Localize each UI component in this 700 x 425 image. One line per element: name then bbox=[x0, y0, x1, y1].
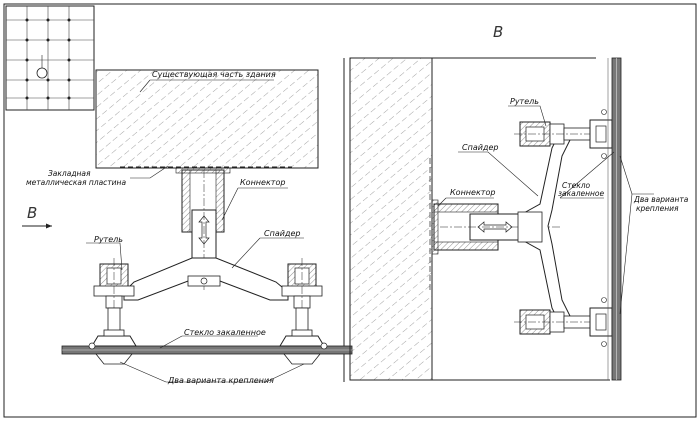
connector-left bbox=[175, 167, 231, 290]
routel-label-left: Рутель bbox=[94, 235, 123, 244]
routel-right bbox=[281, 258, 323, 340]
glass-fixing-top-section bbox=[589, 109, 613, 159]
glass-label-left: Стекло закаленное bbox=[184, 328, 266, 337]
glass-label-section-1: Стекло bbox=[562, 181, 591, 190]
spider-left bbox=[123, 257, 289, 301]
leader-lines-left bbox=[86, 79, 305, 383]
glass-fixing-right bbox=[279, 329, 328, 365]
glass-fixing-bottom-section bbox=[589, 297, 613, 347]
view-marker-section: B bbox=[493, 23, 504, 41]
connector-label-section: Коннектор bbox=[450, 188, 496, 197]
existing-building-part bbox=[95, 69, 319, 169]
two-variants-label-section-1: Два варианта bbox=[634, 195, 689, 204]
glass-label-section-2: закаленное bbox=[558, 189, 605, 198]
detail-callout-circle bbox=[36, 67, 48, 79]
building-wall-section bbox=[349, 57, 610, 381]
facade-grid-thumbnail bbox=[5, 5, 95, 111]
view-marker-left: B bbox=[27, 204, 38, 222]
routel-bottom-section bbox=[514, 309, 604, 335]
spider-label-section: Спайдер bbox=[462, 143, 499, 152]
existing-part-label: Существующая часть здания bbox=[152, 70, 276, 79]
glass-fixing-left bbox=[88, 329, 137, 365]
embedded-plate-label-2: металлическая пластина bbox=[26, 178, 127, 187]
sheet-frame bbox=[3, 3, 697, 418]
embedded-plate-label-1: Закладная bbox=[48, 169, 91, 178]
routel-top-section bbox=[514, 121, 604, 147]
routel-label-section: Рутель bbox=[510, 97, 539, 106]
connector-section bbox=[431, 199, 560, 255]
leader-lines-section bbox=[437, 105, 654, 315]
two-variants-label-left: Два варианта крепления bbox=[168, 376, 274, 385]
tempered-glass-section bbox=[607, 57, 622, 381]
tempered-glass-left bbox=[61, 345, 353, 355]
connector-label-left: Коннектор bbox=[240, 178, 286, 187]
spider-label-left: Спайдер bbox=[264, 229, 301, 238]
routel-left bbox=[93, 258, 135, 340]
two-variants-label-section-2: крепления bbox=[636, 204, 679, 213]
